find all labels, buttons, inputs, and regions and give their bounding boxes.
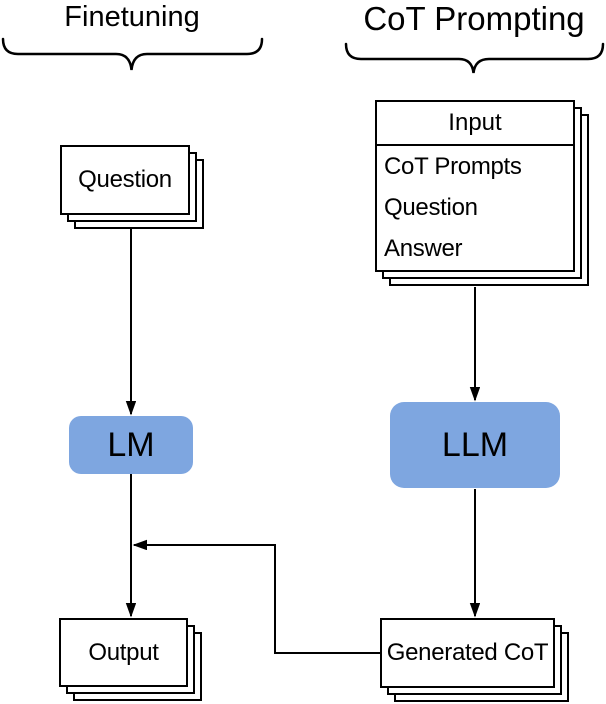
output-box-front: Output: [59, 618, 188, 687]
input-box-front: Input CoT Prompts Question Answer: [375, 100, 575, 272]
question-box: Question: [60, 145, 204, 229]
output-box: Output: [59, 618, 202, 701]
llm-node: LLM: [390, 402, 560, 488]
input-row-answer: Answer: [384, 235, 463, 263]
generated-cot-front: Generated CoT: [380, 618, 555, 688]
lm-node: LM: [69, 416, 193, 474]
llm-label: LLM: [441, 425, 509, 464]
input-box: Input CoT Prompts Question Answer: [375, 100, 589, 286]
input-row-question: Question: [384, 193, 478, 221]
question-label: Question: [78, 166, 172, 193]
input-rows: CoT Prompts Question Answer: [377, 146, 573, 270]
output-label: Output: [88, 638, 159, 666]
finetuning-brace: [1, 37, 264, 71]
finetuning-title: Finetuning: [64, 1, 200, 33]
input-header: Input: [377, 102, 573, 146]
input-row-cot-prompts: CoT Prompts: [384, 152, 522, 180]
gencot-feedback-arrow: [134, 545, 380, 654]
cot-prompting-brace: [344, 42, 605, 74]
generated-cot-box: Generated CoT: [380, 618, 569, 702]
generated-cot-label: Generated CoT: [386, 639, 549, 666]
lm-label: LM: [107, 425, 155, 464]
question-box-front: Question: [60, 145, 190, 215]
cot-prompting-title: CoT Prompting: [363, 0, 585, 37]
